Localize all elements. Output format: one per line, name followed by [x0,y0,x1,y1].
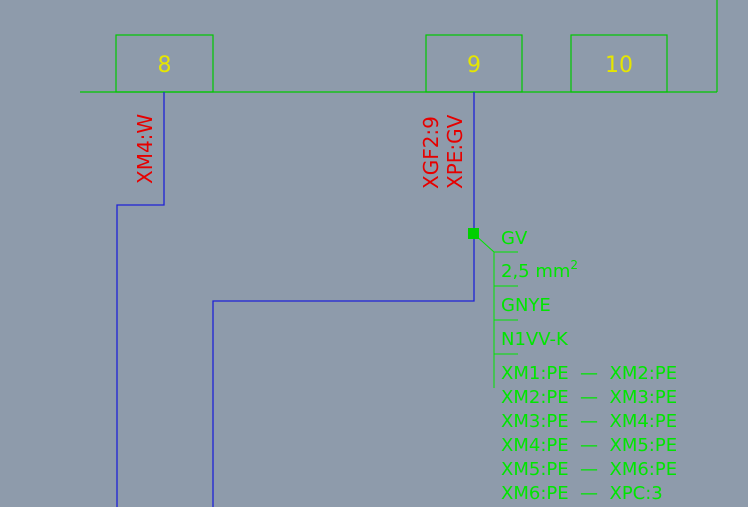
wire-label-left: XM4:W [133,114,157,184]
selection-grip[interactable] [468,228,479,239]
wire-right[interactable] [212,92,475,507]
cross-section-sup: 2 [570,258,578,272]
terminal-8[interactable]: 8 [115,34,214,93]
connection-line: XM3:PE — XM4:PE [501,411,677,432]
wire-label-right-1: XGF2:9 [419,116,443,189]
terminal-label: 10 [605,53,633,78]
connection-line: XM5:PE — XM6:PE [501,459,677,480]
cross-section-value: 2,5 mm [501,261,570,282]
annotation-name: GV [501,228,528,249]
wire-left[interactable] [116,92,165,507]
wire-label-right-2: XPE:GV [443,114,467,189]
connection-line: XM1:PE — XM2:PE [501,363,677,384]
annotation-color: GNYE [501,295,551,316]
terminal-label: 8 [158,53,172,78]
connection-line: XM4:PE — XM5:PE [501,435,677,456]
connection-line: XM6:PE — XPC:3 [501,483,663,504]
connection-line: XM2:PE — XM3:PE [501,387,677,408]
annotation-cross-section: 2,5 mm2 [501,258,578,282]
terminal-10[interactable]: 10 [570,34,668,93]
terminal-label: 9 [467,53,481,78]
annotation-cable-type: N1VV-K [501,329,569,350]
terminal-9[interactable]: 9 [425,34,523,93]
